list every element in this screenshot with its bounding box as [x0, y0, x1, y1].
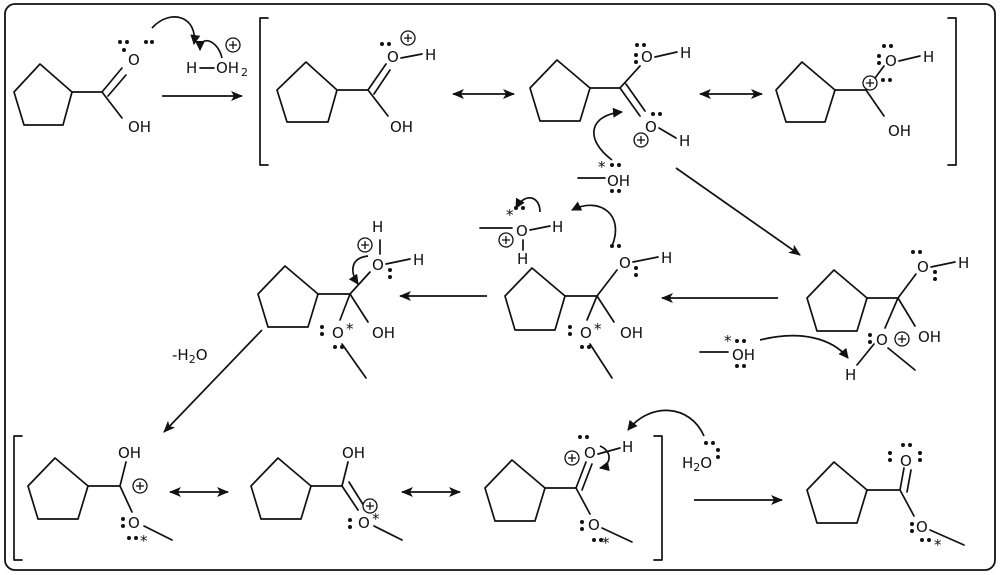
condition-sub: 2	[189, 353, 196, 366]
oxocarbenium-2: OH O *	[250, 444, 403, 541]
reaction-arrow	[163, 329, 263, 433]
atom-o: O	[641, 48, 653, 66]
atom-o: O	[128, 514, 140, 532]
atom-o: O	[358, 514, 370, 532]
atom-oh: OH	[732, 346, 755, 364]
methanol-base: OH *	[699, 332, 849, 368]
molecule-protonated-acid-2: O H O H	[529, 43, 691, 150]
water-o: O	[700, 454, 712, 472]
molecule-carboxylic-acid: O OH	[13, 40, 154, 136]
atom-h: H	[845, 366, 856, 384]
condition-minus-water: -H2O	[172, 346, 208, 366]
atom-h: H	[552, 218, 563, 236]
atom-h: H	[413, 251, 424, 269]
isotope-star: *	[372, 510, 380, 528]
atom-oh: OH	[128, 118, 151, 136]
water-sub: 2	[693, 461, 700, 474]
hydronium: H OH 2	[186, 37, 248, 79]
water-h: H	[682, 454, 693, 472]
atom-o: O	[645, 118, 657, 136]
atom-oh: OH	[918, 328, 941, 346]
atom-o: O	[619, 254, 631, 272]
reaction-arrow	[675, 167, 801, 256]
atom-h: H	[622, 438, 633, 456]
atom-oh: OH	[118, 444, 141, 462]
isotope-star: *	[346, 320, 354, 338]
product-ester: O O *	[806, 443, 965, 554]
curly-arrow	[151, 16, 201, 45]
atom-o: O	[900, 452, 912, 470]
atom-oh2-sub: 2	[241, 66, 248, 79]
protonated-methanol: * O H H	[479, 197, 563, 268]
isotope-star: *	[594, 320, 602, 338]
atom-o: O	[916, 518, 928, 536]
bracket-right	[653, 435, 663, 561]
atom-o: O	[885, 52, 897, 70]
atom-o: O	[584, 444, 596, 462]
atom-h: H	[372, 218, 383, 236]
atom-h: H	[680, 44, 691, 62]
isotope-star: *	[140, 532, 148, 550]
atom-oh: OH	[607, 172, 630, 190]
atom-o: O	[580, 324, 592, 342]
protonated-ester: O H O *	[484, 435, 633, 552]
atom-oh: OH	[888, 122, 911, 140]
isotope-star: *	[934, 536, 942, 554]
atom-h: H	[923, 48, 934, 66]
molecule-protonated-acid-3: O H OH	[775, 44, 934, 140]
atom-h: H	[661, 249, 672, 267]
methanol-labeled: OH *	[577, 107, 630, 193]
isotope-star: *	[724, 332, 732, 350]
condition-tail: O	[196, 346, 208, 364]
condition-text: -H	[172, 346, 189, 364]
atom-h: H	[958, 254, 969, 272]
isotope-star: *	[602, 534, 610, 552]
tetrahedral-intermediate-3: O H H OH O *	[257, 218, 424, 379]
isotope-star: *	[598, 158, 606, 176]
atom-oh2: OH	[216, 59, 239, 77]
tetrahedral-intermediate-2: O H OH O *	[504, 201, 672, 379]
atom-oh: OH	[342, 444, 365, 462]
atom-o: O	[387, 48, 399, 66]
atom-o: O	[917, 258, 929, 276]
tetrahedral-intermediate-1: O H OH O H	[806, 250, 969, 384]
atom-h: H	[517, 250, 528, 268]
atom-o: O	[876, 331, 888, 349]
atom-o: O	[588, 516, 600, 534]
atom-o: O	[128, 51, 140, 69]
water-label: H2O	[682, 454, 712, 474]
atom-oh: OH	[372, 324, 395, 342]
outer-frame	[4, 3, 996, 571]
atom-h: H	[186, 59, 197, 77]
atom-o: O	[332, 324, 344, 342]
atom-oh: OH	[620, 324, 643, 342]
atom-oh: OH	[390, 118, 413, 136]
isotope-star: *	[506, 206, 514, 224]
atom-h: H	[679, 132, 690, 150]
molecule-protonated-acid-1: O H OH	[276, 30, 436, 136]
atom-o: O	[372, 256, 384, 274]
water-base: H2O	[627, 409, 720, 474]
bracket-left	[13, 435, 23, 561]
atom-o: O	[516, 222, 528, 240]
oxocarbenium-1: OH O *	[27, 444, 173, 550]
atom-h: H	[425, 46, 436, 64]
bracket-right	[947, 17, 957, 166]
bracket-left	[259, 17, 269, 166]
